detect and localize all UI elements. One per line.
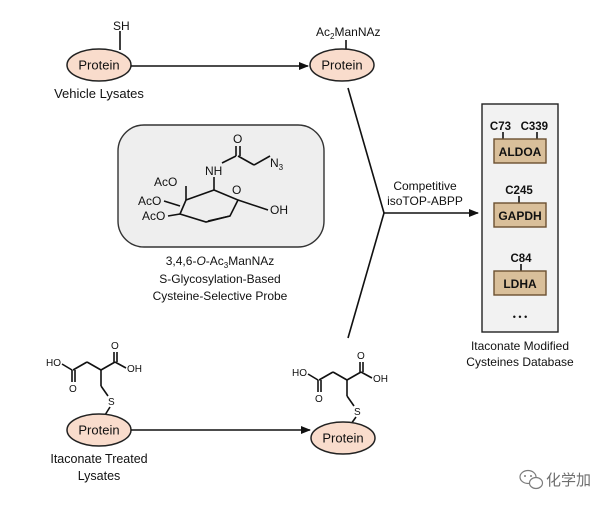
nh-label: NH bbox=[205, 164, 222, 178]
product-oh: OH bbox=[373, 374, 388, 385]
itaconate-product-group: HO O O OH S Protein bbox=[292, 351, 388, 455]
probe-desc-line2: Cysteine-Selective Probe bbox=[153, 289, 288, 303]
itaconate-oh: OH bbox=[127, 364, 142, 375]
itaconate-caption-line1: Itaconate Treated bbox=[50, 452, 147, 466]
product-label: Ac2ManNAz bbox=[316, 25, 380, 41]
probe-name: 3,4,6-O-Ac3ManNAz bbox=[166, 254, 275, 270]
vehicle-group: SH Protein Vehicle Lysates bbox=[54, 19, 309, 101]
ring-o-label: O bbox=[232, 183, 241, 197]
database-panel: C73 C339 ALDOA C245 GAPDH C84 LDHA • • • bbox=[481, 103, 559, 333]
carbonyl-o-label: O bbox=[233, 132, 242, 146]
watermark: 化学加 bbox=[519, 469, 591, 490]
gapdh-box bbox=[493, 202, 547, 228]
aldoa-sites: C73 C339 bbox=[490, 121, 548, 133]
database-caption-line1: Itaconate Modified bbox=[471, 339, 569, 353]
method-line1: Competitive bbox=[393, 179, 457, 193]
itaconate-o-left: O bbox=[69, 384, 77, 395]
probe-box bbox=[117, 124, 325, 248]
probe-desc-line1: S-Glycosylation-Based bbox=[159, 272, 280, 286]
itaconate-ho: HO bbox=[46, 358, 61, 369]
gapdh-sites: C245 bbox=[505, 185, 533, 197]
itaconate-product-protein-label: Protein bbox=[322, 431, 363, 446]
vehicle-caption: Vehicle Lysates bbox=[54, 86, 144, 101]
itaconate-s: S bbox=[108, 397, 115, 408]
vehicle-protein-label: Protein bbox=[78, 58, 119, 73]
product-o-right: O bbox=[357, 351, 365, 362]
aco-1-label: AcO bbox=[154, 175, 177, 189]
vehicle-product-protein bbox=[309, 48, 375, 82]
product-s: S bbox=[354, 407, 361, 418]
itaconate-caption-line2: Lysates bbox=[78, 469, 121, 483]
database-caption-line2: Cysteines Database bbox=[466, 355, 574, 369]
azide-label: N3 bbox=[270, 156, 284, 172]
itaconate-product-protein bbox=[310, 421, 376, 455]
itaconate-group: HO O O OH S Protein Itaconate Treated Ly… bbox=[46, 341, 311, 483]
aco-3-label: AcO bbox=[142, 209, 165, 223]
vehicle-protein bbox=[66, 48, 132, 82]
thiol-label: SH bbox=[113, 19, 130, 33]
wechat-icon bbox=[519, 469, 544, 490]
watermark-text: 化学加 bbox=[546, 472, 591, 489]
vehicle-product-group: Ac2ManNAz Protein bbox=[309, 25, 380, 82]
converge-arrow bbox=[347, 87, 479, 339]
product-ho: HO bbox=[292, 368, 307, 379]
itaconate-protein-label: Protein bbox=[78, 423, 119, 438]
database-ellipsis: • • • bbox=[513, 312, 527, 322]
gapdh-label: GAPDH bbox=[498, 209, 541, 223]
ldha-label: LDHA bbox=[503, 277, 537, 291]
vehicle-product-protein-label: Protein bbox=[321, 58, 362, 73]
product-o-left: O bbox=[315, 394, 323, 405]
probe-structure-box: NH O N3 O OH AcO AcO AcO bbox=[117, 124, 325, 248]
oh-label: OH bbox=[270, 203, 288, 217]
aldoa-label: ALDOA bbox=[499, 145, 542, 159]
itaconate-o-right: O bbox=[111, 341, 119, 352]
aldoa-box bbox=[493, 138, 547, 164]
method-line2: isoTOP-ABPP bbox=[387, 194, 463, 208]
ldha-box bbox=[493, 270, 547, 296]
aco-2-label: AcO bbox=[138, 194, 161, 208]
ldha-sites: C84 bbox=[510, 253, 532, 265]
